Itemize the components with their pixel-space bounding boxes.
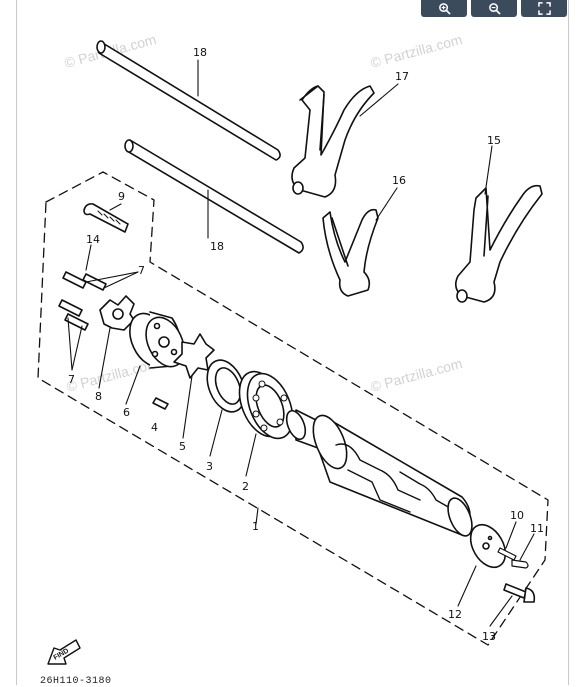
callout-4: 4 — [151, 421, 158, 434]
callout-9: 9 — [118, 190, 125, 203]
pin-10-11 — [497, 547, 529, 569]
callout-8: 8 — [95, 390, 102, 403]
diagram-code: 26H110-3180 — [40, 676, 112, 687]
shift-fork-17 — [291, 85, 375, 198]
zoom-out-button[interactable] — [471, 0, 517, 17]
callout-14: 14 — [86, 233, 100, 246]
callout-6: 6 — [123, 406, 130, 419]
fullscreen-icon — [537, 2, 551, 15]
callout-1: 1 — [252, 520, 259, 533]
zoom-in-icon — [438, 3, 451, 15]
viewer-toolbar — [421, 0, 567, 17]
callout-2: 2 — [242, 480, 249, 493]
shift-fork-16 — [322, 208, 379, 297]
shift-fork-15 — [454, 184, 543, 303]
fullscreen-button[interactable] — [521, 0, 567, 17]
callout-7: 7 — [68, 373, 75, 386]
shift-fork-shaft-upper — [96, 40, 281, 161]
callout-17: 17 — [395, 70, 409, 83]
callout-11: 11 — [530, 522, 544, 535]
pin-4 — [152, 397, 169, 410]
diagram-frame — [16, 0, 569, 685]
washer-3 — [206, 359, 246, 413]
bearing-2 — [238, 370, 294, 440]
dowel-pins — [58, 271, 107, 331]
callout-10: 10 — [510, 509, 524, 522]
callout-15: 15 — [487, 134, 501, 147]
callout-7: 7 — [138, 264, 145, 277]
callout-16: 16 — [392, 174, 406, 187]
shift-fork-shaft-lower — [124, 139, 304, 254]
find-arrow-icon — [47, 639, 81, 665]
watermark: © Partzilla.com — [369, 31, 464, 71]
callout-5: 5 — [179, 440, 186, 453]
screw-13 — [503, 583, 536, 603]
stopper-plate-8 — [99, 295, 135, 331]
shift-drum-segment-6 — [129, 311, 185, 369]
callout-13: 13 — [482, 630, 496, 643]
leader-lines — [67, 59, 535, 627]
callout-18: 18 — [193, 46, 207, 59]
callout-18: 18 — [210, 240, 224, 253]
shift-drum-1 — [285, 409, 473, 537]
watermark: © Partzilla.com — [369, 355, 464, 395]
bolt-9 — [83, 203, 129, 233]
zoom-in-button[interactable] — [421, 0, 467, 17]
assembly-outline — [37, 171, 549, 646]
callout-12: 12 — [448, 608, 462, 621]
callout-3: 3 — [206, 460, 213, 473]
plate-12 — [469, 523, 507, 569]
zoom-out-icon — [488, 3, 501, 15]
